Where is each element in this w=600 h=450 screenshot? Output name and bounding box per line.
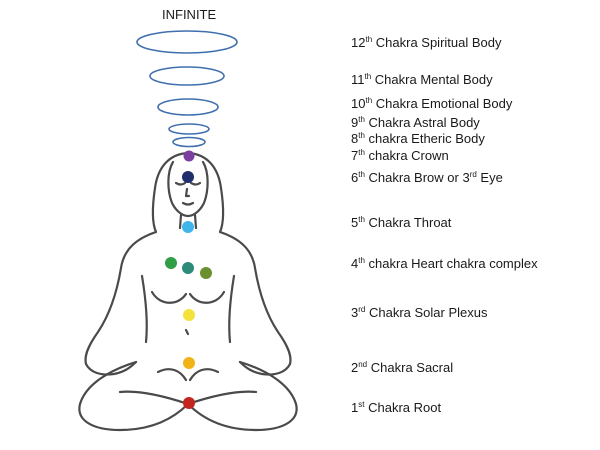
chakra-number: 6 bbox=[351, 170, 359, 185]
right-hand bbox=[238, 360, 292, 376]
torso-left bbox=[140, 274, 148, 344]
chakra-number: 4 bbox=[351, 256, 359, 271]
chakra-number: 10 bbox=[351, 96, 366, 111]
nose bbox=[184, 187, 191, 198]
label-chakra-4: 4th chakra Heart chakra complex bbox=[351, 256, 538, 271]
chakra-description: Chakra Emotional Body bbox=[375, 96, 513, 111]
chakra-heart-left-dot bbox=[165, 257, 177, 269]
chakra-points bbox=[165, 150, 212, 409]
chakra-brow-dot bbox=[182, 171, 194, 183]
mouth bbox=[181, 201, 195, 206]
left-arm bbox=[84, 230, 158, 366]
chakra-number: 2 bbox=[351, 360, 359, 375]
chakra-description: Chakra Solar Plexus bbox=[368, 305, 488, 320]
chakra-description: Chakra Root bbox=[368, 400, 442, 415]
chakra-number: 11 bbox=[351, 72, 365, 87]
chakra-ordinal-suffix: th bbox=[358, 215, 365, 224]
chakra-ordinal-suffix: th bbox=[358, 256, 365, 265]
chakra-crown-dot bbox=[183, 150, 195, 162]
chakra-description: chakra Crown bbox=[368, 148, 449, 163]
closed-eye-left bbox=[174, 181, 187, 186]
torso-right bbox=[228, 274, 236, 344]
chakra-description: chakra Etheric Body bbox=[368, 131, 485, 146]
chakra-number: 12 bbox=[351, 35, 366, 50]
label-chakra-9: 9th Chakra Astral Body bbox=[351, 115, 480, 130]
infinite-label: INFINITE bbox=[162, 7, 217, 22]
chakra-ordinal-suffix: th bbox=[364, 72, 372, 81]
chakra-number: 1 bbox=[351, 400, 359, 415]
left-hand bbox=[84, 360, 138, 376]
chakra-description-suffix: rd bbox=[469, 170, 477, 179]
hair-outline bbox=[151, 151, 225, 234]
chakra-description: Chakra Astral Body bbox=[368, 115, 480, 130]
label-chakra-5: 5th Chakra Throat bbox=[351, 215, 451, 230]
chakra-ordinal-suffix: th bbox=[358, 131, 365, 140]
chakra-description-tail: Eye bbox=[476, 170, 503, 185]
chakra-number: 9 bbox=[351, 115, 359, 130]
chakra-ordinal-suffix: th bbox=[358, 170, 365, 179]
chakra-ordinal-suffix: nd bbox=[358, 360, 368, 369]
ring-mental-body bbox=[149, 66, 225, 86]
chakra-number: 7 bbox=[351, 148, 359, 163]
chakra-description: Chakra Throat bbox=[368, 215, 452, 230]
label-chakra-12: 12th Chakra Spiritual Body bbox=[351, 35, 502, 50]
chakra-ordinal-suffix: rd bbox=[358, 305, 366, 314]
chakra-number: 5 bbox=[351, 215, 359, 230]
chakra-ordinal-suffix: th bbox=[365, 35, 373, 44]
label-chakra-2: 2nd Chakra Sacral bbox=[351, 360, 453, 375]
label-chakra-1: 1st Chakra Root bbox=[351, 400, 441, 415]
chakra-description: chakra Heart chakra complex bbox=[368, 256, 538, 271]
chakra-description: Chakra Mental Body bbox=[374, 72, 493, 87]
label-chakra-8: 8th chakra Etheric Body bbox=[351, 131, 485, 146]
chakra-solar-plexus-dot bbox=[183, 309, 195, 321]
label-chakra-6: 6th Chakra Brow or 3rd Eye bbox=[351, 170, 503, 185]
chakra-description: Chakra Sacral bbox=[370, 360, 454, 375]
chakra-ordinal-suffix: th bbox=[358, 148, 365, 157]
ring-etheric-body bbox=[172, 136, 206, 148]
chakra-heart-right-dot bbox=[200, 267, 212, 279]
chakra-ordinal-suffix: st bbox=[358, 400, 365, 409]
chakra-sacral-dot bbox=[183, 357, 195, 369]
chakra-ordinal-suffix: th bbox=[358, 115, 365, 124]
label-chakra-7: 7th chakra Crown bbox=[351, 148, 449, 163]
chakra-ordinal-suffix: th bbox=[365, 96, 373, 105]
feet bbox=[156, 368, 220, 382]
chakra-root-dot bbox=[183, 397, 195, 409]
legs-outline bbox=[78, 360, 298, 432]
figure-outline bbox=[78, 151, 298, 432]
chakra-number: 3 bbox=[351, 305, 359, 320]
right-arm bbox=[218, 230, 292, 366]
label-chakra-11: 11th Chakra Mental Body bbox=[351, 72, 493, 87]
ring-spiritual-body bbox=[136, 30, 238, 54]
ring-astral-body bbox=[168, 123, 210, 135]
energy-body-rings bbox=[136, 30, 238, 148]
navel bbox=[184, 328, 190, 336]
closed-eye-right bbox=[189, 181, 202, 186]
chakra-description: Chakra Spiritual Body bbox=[375, 35, 502, 50]
ring-emotional-body bbox=[157, 98, 219, 116]
chakra-heart-center-dot bbox=[182, 262, 194, 274]
chakra-throat-dot bbox=[182, 221, 194, 233]
face-outline bbox=[167, 160, 209, 218]
neck bbox=[178, 213, 198, 230]
chakra-number: 8 bbox=[351, 131, 359, 146]
label-chakra-3: 3rd Chakra Solar Plexus bbox=[351, 305, 487, 320]
label-chakra-10: 10th Chakra Emotional Body bbox=[351, 96, 512, 111]
bust bbox=[150, 290, 226, 304]
chakra-description: Chakra Brow or 3 bbox=[368, 170, 470, 185]
